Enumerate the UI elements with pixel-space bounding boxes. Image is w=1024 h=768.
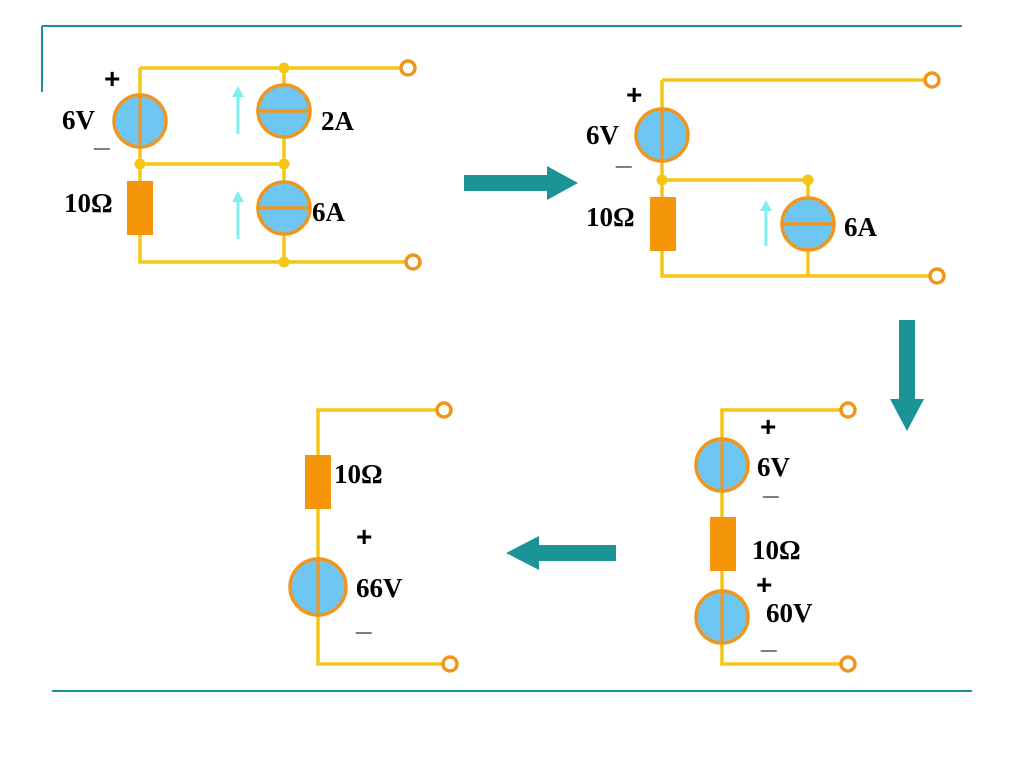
- resistor-icon: [710, 517, 736, 571]
- circuit-4: 10Ω + 66V _: [288, 401, 459, 673]
- voltage-label-top: 6V: [757, 452, 791, 482]
- circuit-1: + 6V _ 10Ω 2A 6A: [62, 59, 422, 271]
- resistor-label: 10Ω: [586, 202, 635, 232]
- junction-node: [278, 158, 290, 170]
- resistor-label: 10Ω: [64, 188, 113, 218]
- plus-sign: +: [356, 521, 372, 552]
- terminal-icon: [923, 71, 941, 89]
- arrow-left-icon: [506, 536, 616, 570]
- plus-sign: +: [626, 79, 642, 110]
- current-direction-arrow-icon: [232, 191, 244, 239]
- junction-node: [656, 174, 668, 186]
- resistor-icon: [650, 197, 676, 251]
- junction-node: [802, 174, 814, 186]
- terminal-icon: [435, 401, 453, 419]
- resistor-label: 10Ω: [334, 459, 383, 489]
- junction-node: [278, 62, 290, 74]
- current-label-bottom: 6A: [312, 197, 346, 227]
- arrow-right-icon: [464, 166, 578, 200]
- circuit-2: + 6V _ 10Ω 6A: [586, 71, 946, 285]
- current-label-top: 2A: [321, 106, 355, 136]
- voltage-label: 6V: [62, 105, 96, 135]
- minus-sign: _: [615, 139, 632, 170]
- circuit-3: + 6V _ 10Ω + 60V _: [694, 401, 857, 673]
- voltage-label: 6V: [586, 120, 620, 150]
- terminal-icon: [399, 59, 417, 77]
- resistor-icon: [305, 455, 331, 509]
- terminal-icon: [839, 401, 857, 419]
- minus-sign: _: [760, 623, 777, 654]
- current-label: 6A: [844, 212, 878, 242]
- plus-sign: +: [756, 569, 772, 600]
- terminal-icon: [839, 655, 857, 673]
- current-direction-arrow-icon: [232, 86, 244, 134]
- resistor-label: 10Ω: [752, 535, 801, 565]
- terminal-icon: [441, 655, 459, 673]
- minus-sign: _: [93, 121, 110, 152]
- plus-sign: +: [104, 63, 120, 94]
- terminal-icon: [928, 267, 946, 285]
- resistor-icon: [127, 181, 153, 235]
- minus-sign: _: [355, 605, 372, 636]
- terminal-icon: [404, 253, 422, 271]
- minus-sign: _: [762, 469, 779, 500]
- wire-loop: [316, 408, 444, 666]
- junction-node: [278, 256, 290, 268]
- voltage-label-bottom: 60V: [766, 598, 813, 628]
- arrow-down-icon: [890, 320, 924, 431]
- voltage-label: 66V: [356, 573, 403, 603]
- current-direction-arrow-icon: [760, 200, 772, 246]
- plus-sign: +: [760, 411, 776, 442]
- slide-frame: [41, 25, 972, 692]
- junction-node: [134, 158, 146, 170]
